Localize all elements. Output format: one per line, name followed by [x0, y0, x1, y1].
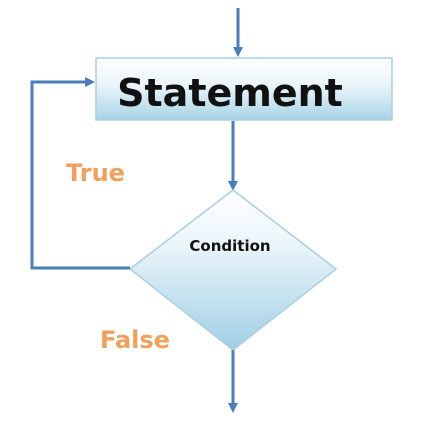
false-label: False	[100, 326, 170, 354]
true-loop-arrow	[30, 77, 130, 270]
true-label: True	[66, 159, 125, 187]
statement-box: Statement	[95, 57, 393, 121]
condition-label: Condition	[189, 237, 270, 255]
statement-label: Statement	[117, 71, 343, 115]
